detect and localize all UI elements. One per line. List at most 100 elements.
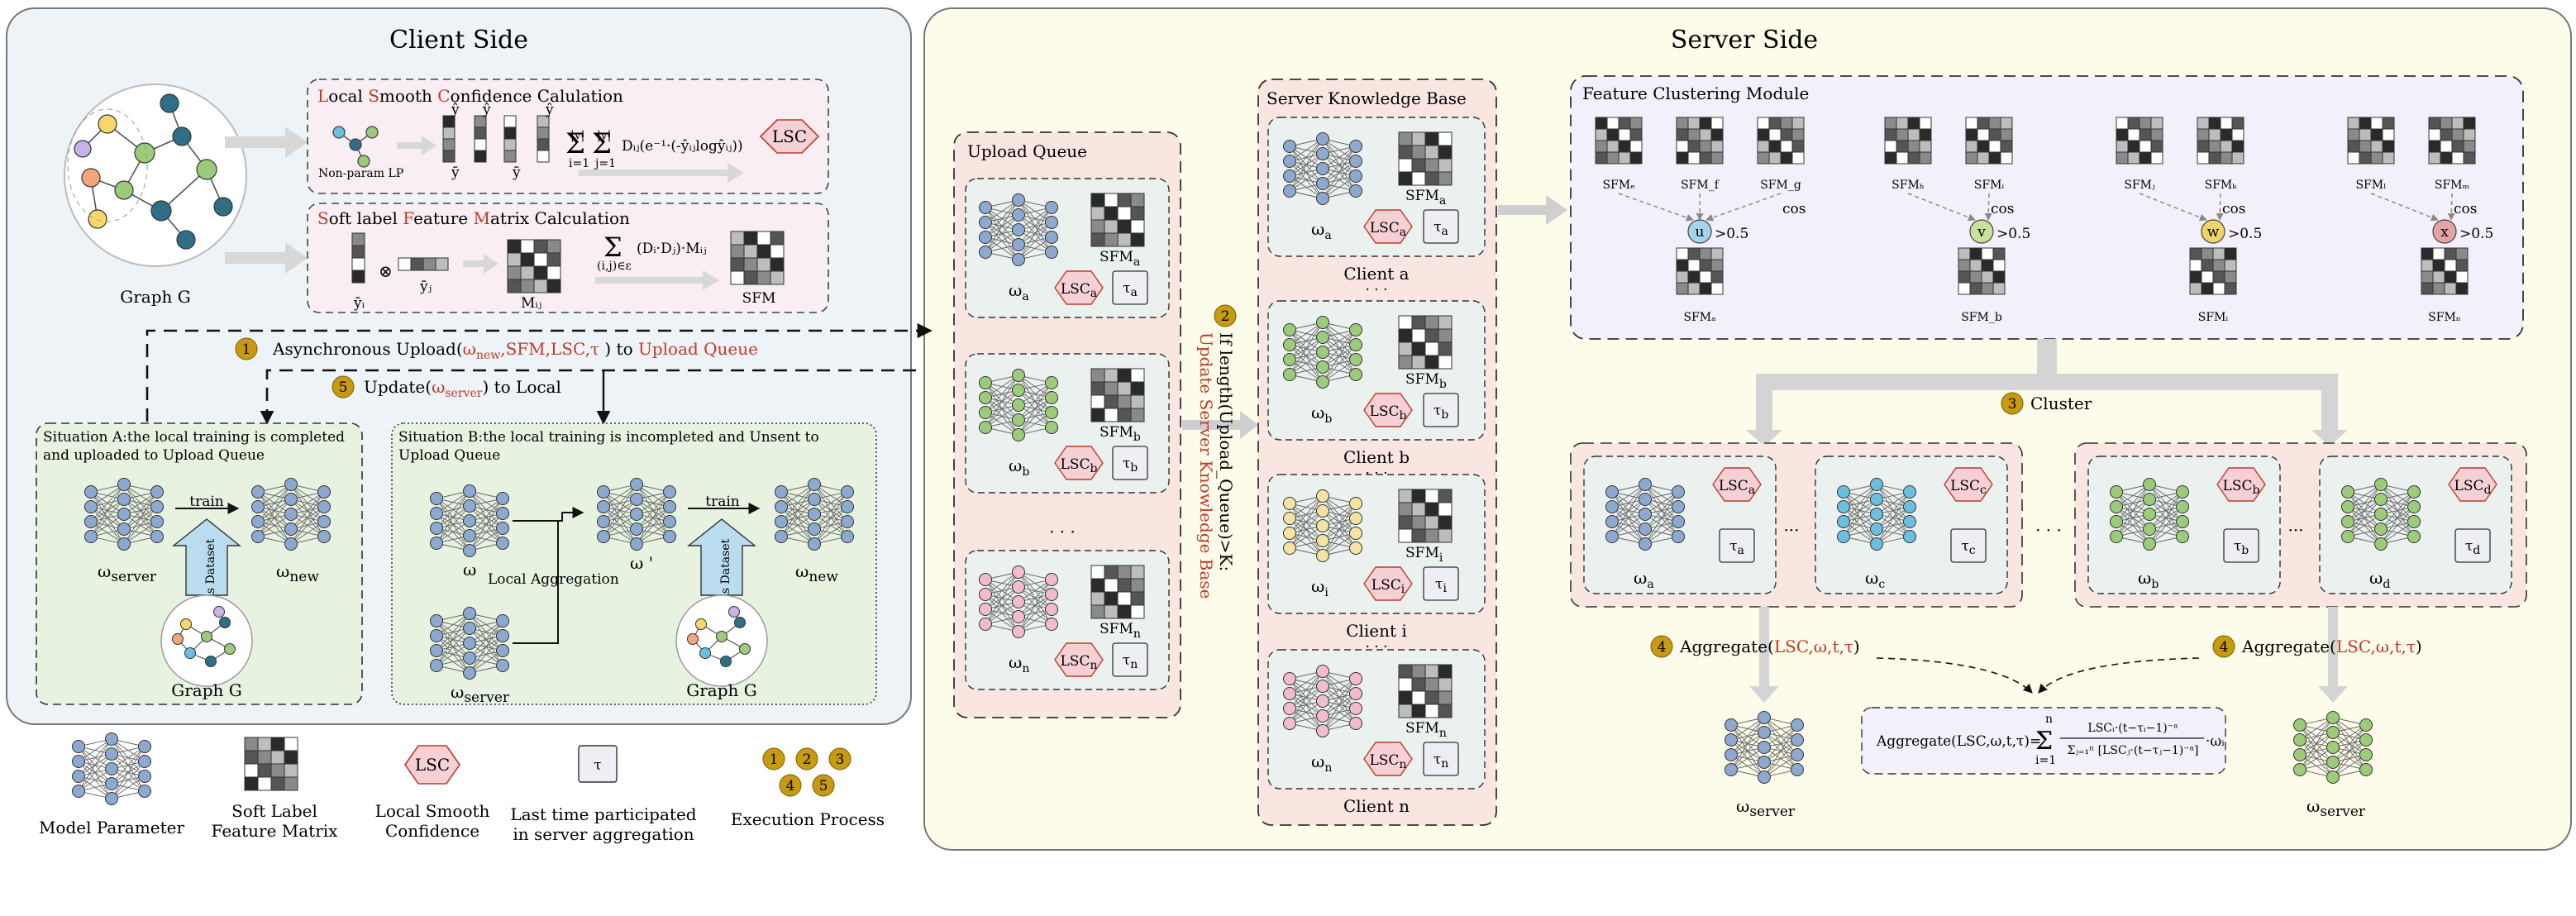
sitB-model-prime <box>597 478 676 551</box>
matrix-cell <box>1907 151 1920 165</box>
tau-box-label: τi <box>1435 576 1447 595</box>
aggregate-sum: Σ <box>2035 727 2053 756</box>
lsc-output-label: LSC <box>772 126 807 146</box>
matrix-cell <box>1907 117 1920 130</box>
nn-edge <box>2347 484 2382 508</box>
matrix-cell <box>2197 140 2210 153</box>
nn-node <box>117 508 131 521</box>
matrix-cell <box>770 244 785 259</box>
nn-node <box>496 629 509 642</box>
nn-node <box>2176 500 2189 513</box>
nn-node <box>1837 500 1850 513</box>
matrix-cell <box>244 776 259 791</box>
nn-node <box>1791 748 1804 761</box>
nn-node <box>808 508 821 521</box>
nn-edge <box>2299 717 2334 756</box>
matrix-cell <box>1438 489 1453 503</box>
matrix-cell <box>2127 151 2140 165</box>
nn-edge <box>1763 724 1798 748</box>
legend-step-number: 2 <box>803 751 812 768</box>
matrix-cell <box>730 244 745 259</box>
matrix-cell <box>1780 128 1793 141</box>
cluster-center-icon <box>1687 219 1712 244</box>
nn-edge <box>1018 579 1052 603</box>
matrix-cell <box>1595 151 1608 165</box>
nn-node <box>284 537 298 551</box>
tau-box-label: τa <box>1433 219 1448 238</box>
sitA-omega-new: ωnew <box>276 561 319 585</box>
nn-node <box>2374 493 2388 506</box>
nn-edge <box>985 375 1019 413</box>
nn-node <box>150 530 164 543</box>
matrix-cell <box>2212 259 2225 272</box>
matrix-cell <box>520 252 535 267</box>
matrix-cell <box>2444 259 2457 272</box>
nn-node <box>775 515 788 528</box>
nn-edge <box>813 521 848 545</box>
nn-edge <box>1843 484 1877 522</box>
nn-edge <box>2380 491 2415 545</box>
matrix-cell <box>2150 140 2163 153</box>
nn-edge <box>636 491 670 545</box>
nn-edge <box>290 491 325 530</box>
nn-node <box>2359 718 2373 732</box>
nn-edge <box>290 491 325 545</box>
nn-node <box>1349 541 1362 555</box>
knowledge-base-model <box>1283 132 1362 205</box>
matrix-cell <box>1710 247 1724 260</box>
legend-step-badge: 4 <box>779 774 802 797</box>
matrix-cell <box>2197 151 2210 165</box>
nn-node <box>2293 733 2306 747</box>
matrix-cell <box>1104 408 1119 422</box>
matrix-cell <box>2212 282 2225 295</box>
matrix-cell <box>730 231 745 246</box>
matrix-cell <box>1606 151 1620 165</box>
nn-node <box>1672 485 1685 499</box>
nn-edge <box>111 746 145 799</box>
matrix-cell <box>2370 151 2383 165</box>
matrix-cell <box>1676 151 1689 165</box>
nn-node <box>597 500 610 513</box>
matrix-cell <box>1130 219 1145 234</box>
lsc-hex-icon <box>1054 446 1104 480</box>
nn-edge <box>1018 579 1052 618</box>
nn-node <box>979 246 992 259</box>
nonparam-label: Non-param LP <box>318 167 403 180</box>
nn-edge <box>90 484 125 508</box>
knowledge-base-client-label: Client a <box>1343 264 1409 284</box>
nn-node <box>1758 741 1771 754</box>
nn-edge <box>1843 484 1877 508</box>
nn-edge <box>1322 344 1357 383</box>
mini-graph-node <box>720 656 732 667</box>
nn-node <box>630 493 643 506</box>
matrix-cell <box>546 279 561 293</box>
tau-box-icon <box>1950 528 1987 563</box>
nn-edge <box>1289 495 1324 519</box>
matrix-cell <box>507 239 522 254</box>
nn-edge <box>2116 513 2150 537</box>
matrix-cell <box>1907 128 1920 141</box>
matrix-cell <box>398 257 412 271</box>
nn-edge <box>1289 138 1324 177</box>
cluster-2-dots: ··· <box>2287 520 2303 540</box>
matrix-cell <box>743 244 758 259</box>
nn-edge <box>1289 525 1324 549</box>
nn-node <box>150 485 164 499</box>
nn-node <box>84 530 98 543</box>
matrix-cell <box>244 763 259 778</box>
matrix-cell <box>2224 270 2237 284</box>
matrix-cell <box>1130 591 1145 606</box>
matrix-cell <box>1791 128 1805 141</box>
nn-edge <box>123 521 158 545</box>
matrix-cell <box>1438 145 1453 160</box>
matrix-cell <box>1618 151 1631 165</box>
nn-edge <box>1843 499 1877 537</box>
nn-node <box>1349 717 1362 730</box>
legend-exec-label: Execution Process <box>731 809 885 829</box>
matrix-cell <box>770 270 785 285</box>
upload-queue-model <box>979 193 1058 266</box>
nn-edge <box>1289 322 1324 375</box>
nn-node <box>979 588 992 601</box>
